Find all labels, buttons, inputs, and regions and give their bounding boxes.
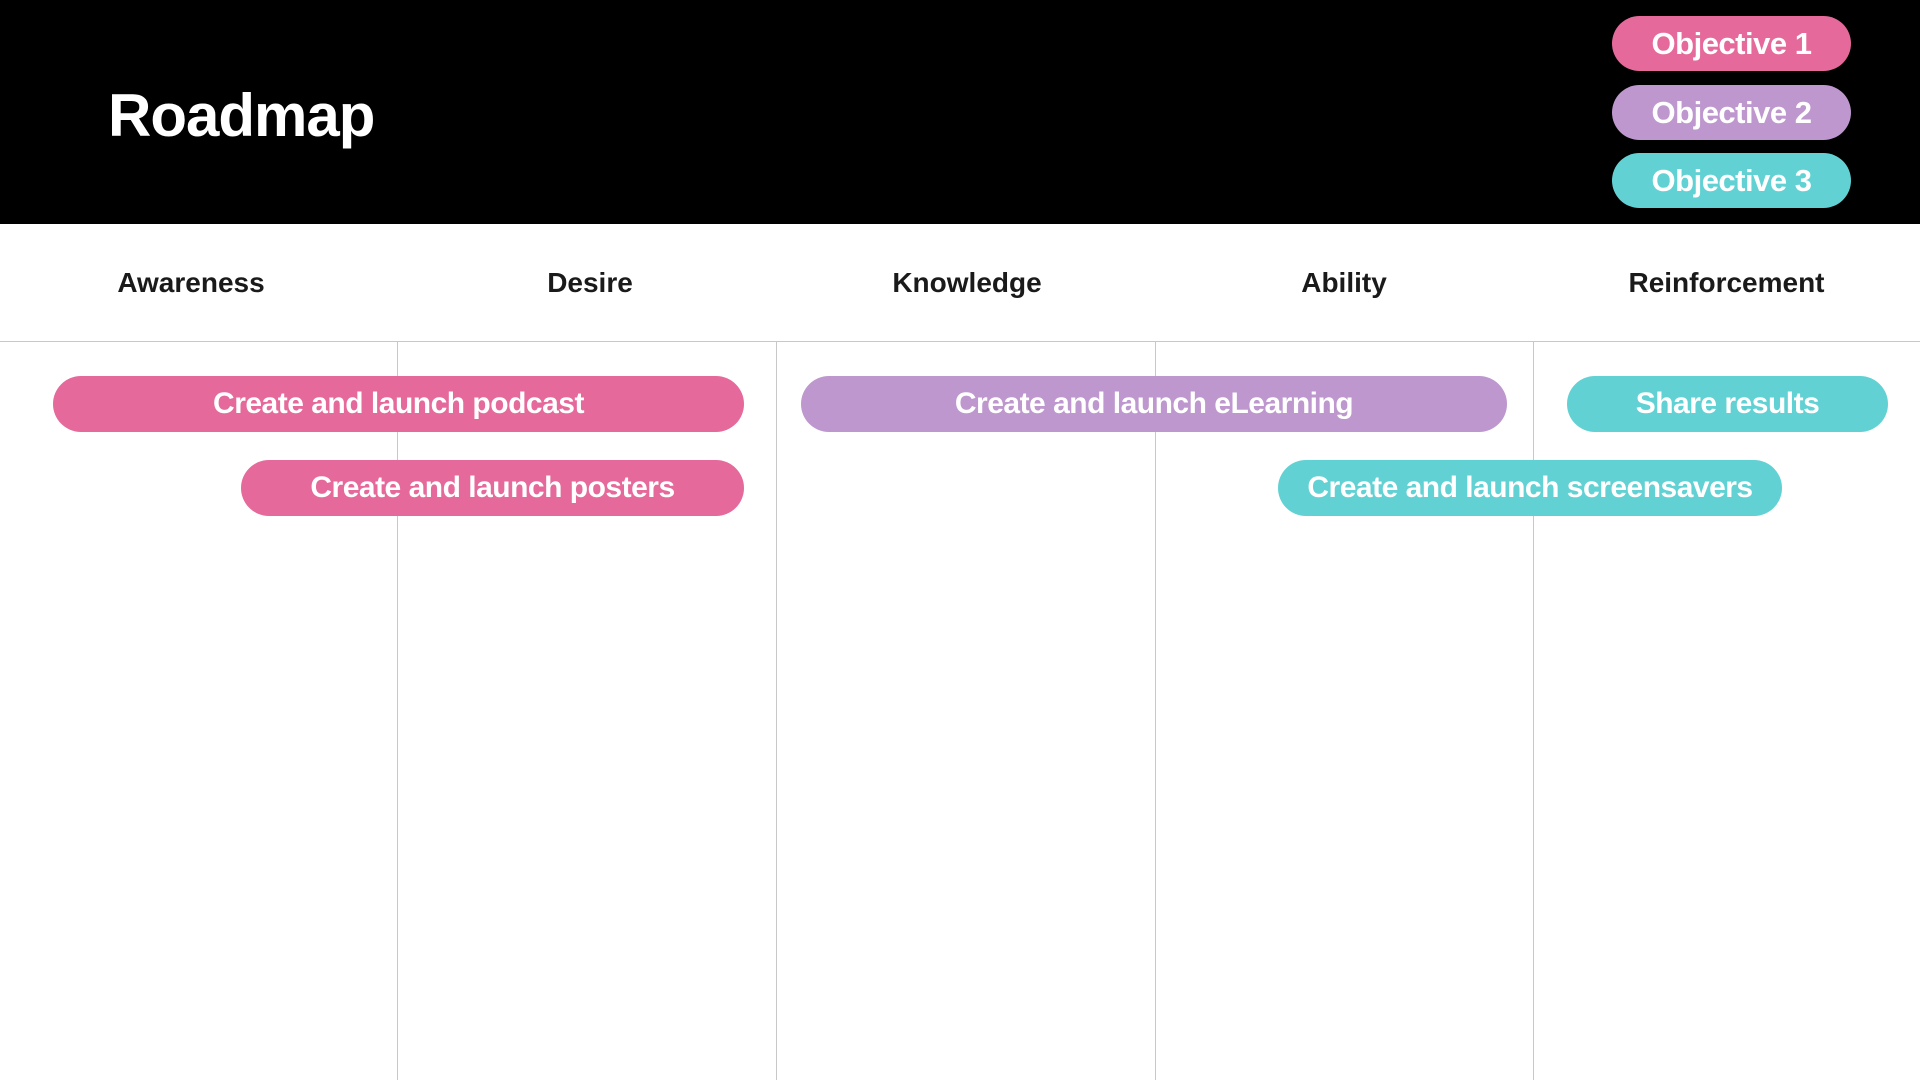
- task-bar-share-results: Share results: [1567, 376, 1888, 432]
- legend-objective-3-label: Objective 3: [1651, 162, 1812, 198]
- task-bar-posters: Create and launch posters: [241, 460, 744, 516]
- task-label-podcast: Create and launch podcast: [213, 387, 584, 420]
- task-label-share-results: Share results: [1635, 387, 1820, 420]
- task-bar-screensavers: Create and launch screensavers: [1278, 460, 1782, 516]
- column-divider-3: [1155, 342, 1156, 1080]
- column-divider-1: [397, 342, 398, 1080]
- task-label-screensavers: Create and launch screensavers: [1307, 471, 1753, 504]
- task-label-elearning: Create and launch eLearning: [954, 387, 1354, 420]
- stage-reinforcement: Reinforcement: [1628, 267, 1825, 298]
- column-divider-4: [1533, 342, 1534, 1080]
- stage-awareness: Awareness: [117, 267, 265, 298]
- stage-header-row: Awareness Desire Knowledge Ability Reinf…: [0, 224, 1920, 342]
- column-divider-2: [776, 342, 777, 1080]
- task-bar-elearning: Create and launch eLearning: [801, 376, 1507, 432]
- task-label-posters: Create and launch posters: [310, 471, 675, 504]
- header-divider: [0, 341, 1920, 342]
- legend-objective-1: Objective 1: [1612, 16, 1851, 71]
- stage-knowledge: Knowledge: [892, 267, 1042, 298]
- stage-ability: Ability: [1301, 267, 1387, 298]
- page-title: Roadmap: [108, 82, 375, 149]
- legend-objective-3: Objective 3: [1612, 153, 1851, 208]
- legend-objective-2: Objective 2: [1612, 85, 1851, 140]
- legend-objective-1-label: Objective 1: [1651, 25, 1812, 61]
- task-bar-podcast: Create and launch podcast: [53, 376, 744, 432]
- header-bar: Roadmap Objective 1 Objective 2 Objectiv…: [0, 0, 1920, 224]
- legend-objective-2-label: Objective 2: [1651, 94, 1812, 130]
- stage-desire: Desire: [547, 267, 633, 298]
